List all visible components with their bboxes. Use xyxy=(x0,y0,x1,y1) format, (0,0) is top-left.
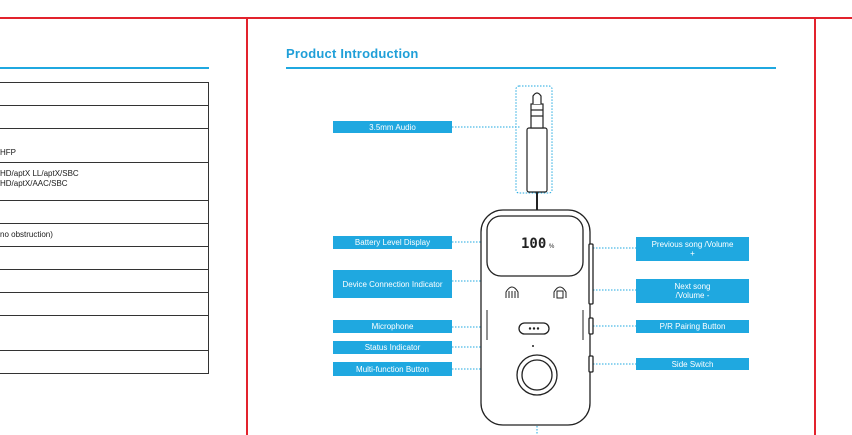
spec-table: HFP HD/aptX LL/aptX/SBC HD/aptX/AAC/SBC … xyxy=(0,82,209,374)
callout-battery: Battery Level Display xyxy=(333,236,452,249)
page-divider-left xyxy=(246,17,248,435)
callout-status: Status Indicator xyxy=(333,341,452,354)
callout-device-connection: Device Connection Indicator xyxy=(333,270,452,298)
battery-value: 100 xyxy=(521,236,546,252)
callout-microphone: Microphone xyxy=(333,320,452,333)
callout-pairing: P/R Pairing Button xyxy=(636,320,749,333)
battery-unit: % xyxy=(549,244,555,250)
spec-row xyxy=(0,293,209,316)
callout-audio: 3.5mm Audio xyxy=(333,121,452,133)
left-section-rule xyxy=(0,67,209,69)
callout-multifunction: Multi-function Button xyxy=(333,362,452,376)
spec-row xyxy=(0,106,209,129)
callout-previous-song: Previous song /Volume + xyxy=(636,237,749,261)
spec-row xyxy=(0,270,209,293)
headphones-icon xyxy=(553,286,567,298)
callout-side-switch: Side Switch xyxy=(636,358,749,370)
spec-row xyxy=(0,351,209,374)
spec-row xyxy=(0,247,209,270)
callout-next-song: Next song /Volume - xyxy=(636,279,749,303)
spec-row: no obstruction) xyxy=(0,224,209,247)
spec-row xyxy=(0,316,209,351)
section-title: Product Introduction xyxy=(286,46,419,61)
spec-row: HFP xyxy=(0,129,209,163)
page-divider-right xyxy=(814,17,816,435)
spec-row xyxy=(0,201,209,224)
spec-row: HD/aptX LL/aptX/SBC HD/aptX/AAC/SBC xyxy=(0,163,209,201)
headphones-icon xyxy=(505,286,519,298)
section-title-rule xyxy=(286,67,776,69)
spec-row xyxy=(0,83,209,106)
page-top-border xyxy=(0,17,852,19)
